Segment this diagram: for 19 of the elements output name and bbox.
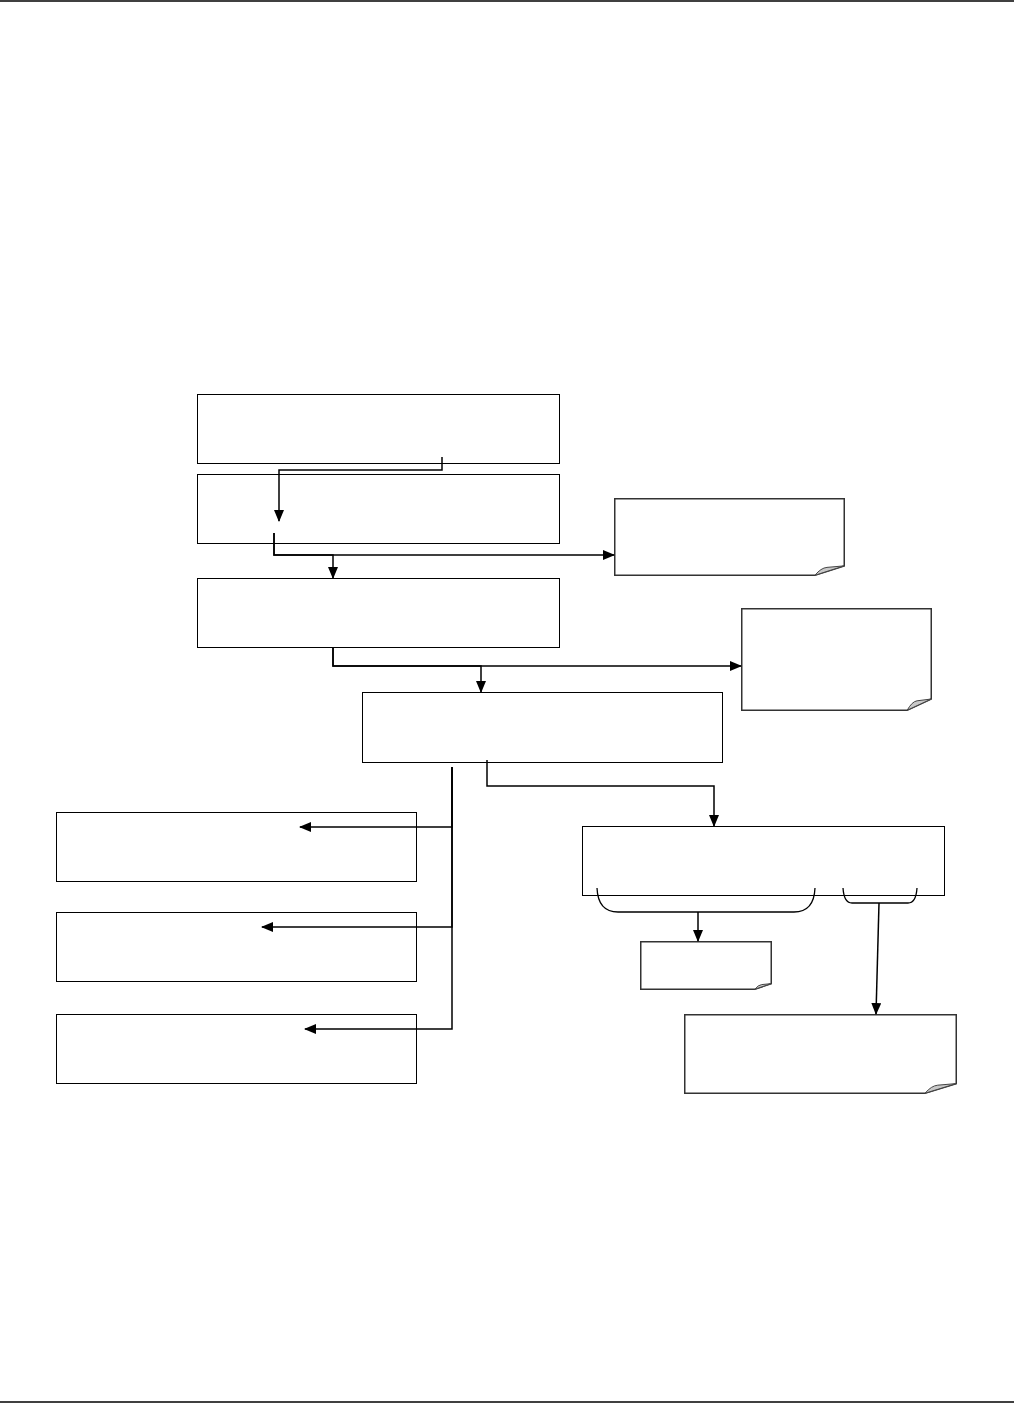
arrow xyxy=(871,902,882,1015)
arrow xyxy=(486,759,719,827)
arrow xyxy=(332,647,486,693)
process-box xyxy=(197,394,560,464)
note-card xyxy=(640,941,772,990)
note-card xyxy=(614,498,845,576)
process-box xyxy=(197,474,560,544)
process-box xyxy=(56,812,417,882)
arrow xyxy=(273,532,338,579)
process-box xyxy=(56,1014,417,1084)
process-box xyxy=(362,692,723,763)
arrow xyxy=(304,766,453,1034)
arrow xyxy=(274,456,443,522)
note-card xyxy=(741,608,932,711)
process-box xyxy=(582,826,945,896)
process-box xyxy=(197,578,560,648)
process-box xyxy=(56,912,417,982)
arrow xyxy=(693,911,703,942)
note-card xyxy=(684,1014,957,1094)
